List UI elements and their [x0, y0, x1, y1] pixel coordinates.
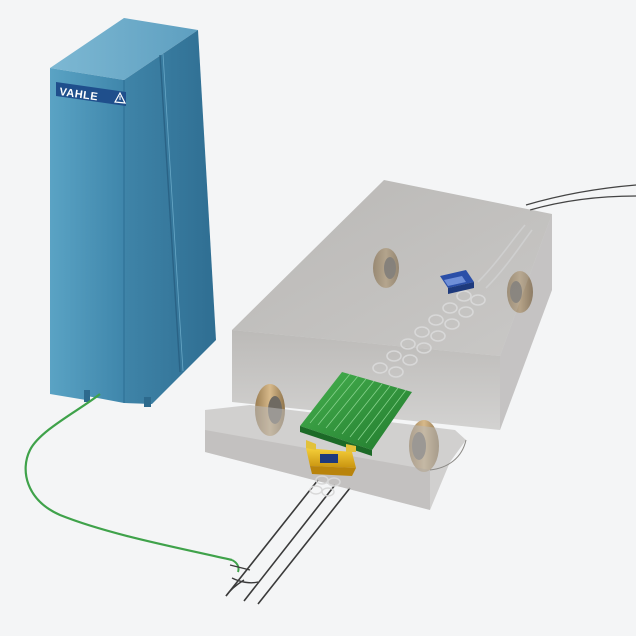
coil-track	[372, 224, 533, 378]
warning-triangle-icon	[114, 91, 127, 104]
vehicle-top	[232, 180, 552, 356]
feed-cable	[24, 393, 233, 562]
cabinet-door-seam	[159, 54, 181, 373]
feed-cable-end	[231, 559, 240, 573]
vehicle	[205, 180, 552, 510]
return-wires	[525, 184, 636, 211]
track-coupling-coils	[309, 475, 341, 497]
cabinet-top	[50, 18, 198, 80]
position-sensor	[440, 270, 474, 294]
pickup-head-connector	[320, 454, 338, 463]
power-supply-cabinet: VAHLE	[50, 18, 216, 407]
cabinet-foot	[144, 397, 151, 407]
pickup-head	[306, 440, 356, 476]
cabinet-front	[50, 68, 124, 403]
brand-label-text: VAHLE	[59, 86, 99, 103]
cabinet-brand-label: VAHLE	[56, 82, 127, 106]
cabinet-door-seam-highlight	[162, 53, 184, 372]
vehicle-right-side	[500, 214, 552, 430]
vehicle-base-tray-edge	[429, 439, 467, 471]
cabinet-foot	[84, 390, 90, 402]
primary-track-conductors	[225, 479, 351, 605]
